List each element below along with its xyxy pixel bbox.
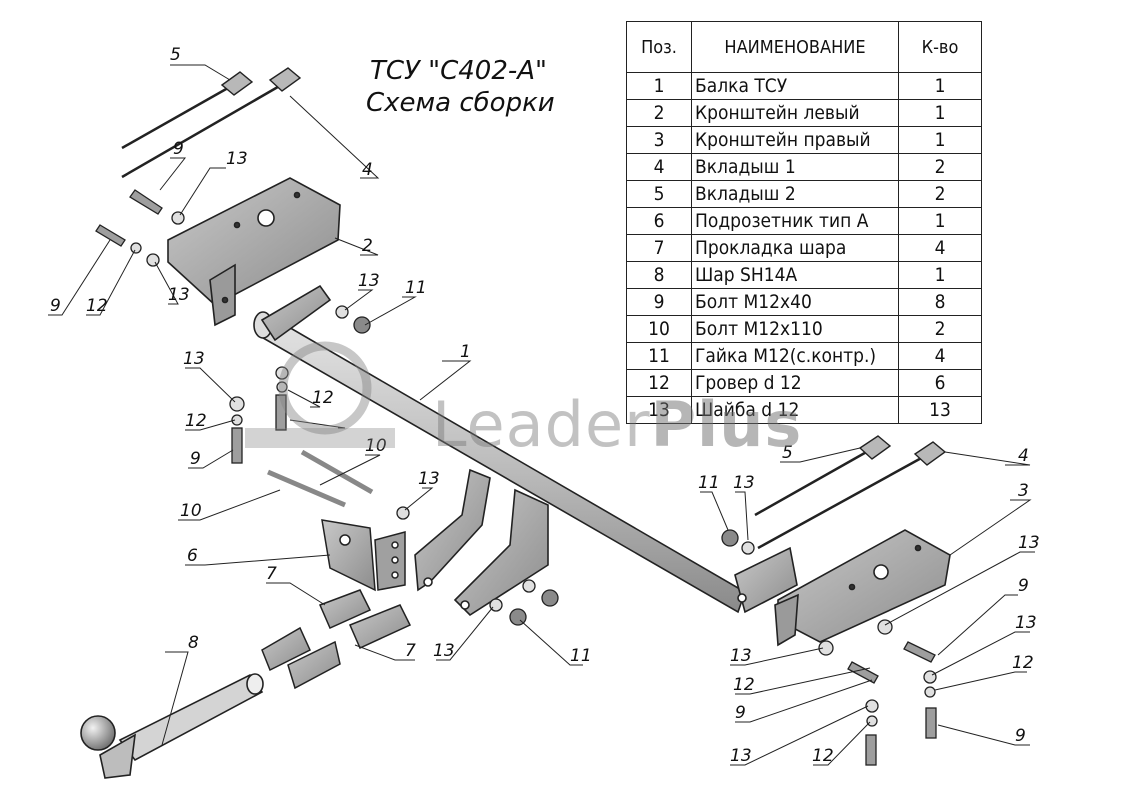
- title-line-1: ТСУ "С402-А": [370, 56, 548, 86]
- callout-4-right: 4: [1018, 446, 1029, 466]
- watermark-logo-mark: [245, 341, 395, 448]
- cell-qty: 4: [898, 234, 982, 262]
- cell-qty: 2: [898, 153, 982, 181]
- cell-qty: 2: [898, 315, 982, 343]
- cell-pos: 8: [626, 261, 692, 289]
- callout-12-c: 12: [312, 388, 334, 408]
- callout-10-a: 10: [365, 436, 387, 456]
- cell-name: Болт М12х40: [691, 288, 899, 316]
- callout-12-d: 12: [1012, 653, 1034, 673]
- callout-11-c: 11: [570, 646, 592, 666]
- callout-13-h: 13: [1018, 533, 1040, 553]
- callout-13-j: 13: [1015, 613, 1037, 633]
- callout-7-right: 7: [405, 641, 416, 661]
- cell-name: Шайба d 12: [691, 396, 899, 424]
- callout-12-e: 12: [733, 675, 755, 695]
- beam-part-1: [253, 284, 798, 617]
- callout-13-c: 13: [358, 271, 380, 291]
- cell-pos: 13: [626, 396, 692, 424]
- callout-8: 8: [188, 633, 199, 653]
- callout-13-k: 13: [730, 746, 752, 766]
- cell-qty: 1: [898, 261, 982, 289]
- callout-9-a: 9: [173, 139, 184, 159]
- callout-9-f: 9: [1015, 726, 1026, 746]
- socket-holder-part-6: [321, 519, 406, 592]
- drawing-title: ТСУ "С402-А" Схема сборки: [366, 56, 555, 116]
- cell-pos: 5: [626, 180, 692, 208]
- callout-5-left: 5: [170, 45, 181, 65]
- callout-1: 1: [460, 342, 471, 362]
- cell-pos: 4: [626, 153, 692, 181]
- leader-lines: [48, 64, 1035, 766]
- callout-5-right: 5: [782, 443, 793, 463]
- cell-name: Шар SH14A: [691, 261, 899, 289]
- callout-9-c: 9: [190, 449, 201, 469]
- callout-2: 2: [362, 236, 373, 256]
- cell-name: Вкладыш 2: [691, 180, 899, 208]
- callout-13-d: 13: [183, 349, 205, 369]
- callout-9-d: 9: [1018, 576, 1029, 596]
- cell-qty: 1: [898, 99, 982, 127]
- callout-12-a: 12: [86, 296, 108, 316]
- callout-12-f: 12: [812, 746, 834, 766]
- callout-numbers: 5 4 2 1 3 4 5 6 8 7 7 9 9 9 9 9 9 10 10 …: [50, 45, 1040, 766]
- table-header-row: Поз. НАИМЕНОВАНИЕ К-во: [626, 21, 982, 73]
- cell-pos: 11: [626, 342, 692, 370]
- cell-qty: 1: [898, 72, 982, 100]
- callout-13-i: 13: [730, 646, 752, 666]
- ball-mount-part-8: [80, 673, 264, 779]
- title-line-2: Схема сборки: [366, 88, 555, 118]
- watermark-text: LeaderPlus: [432, 388, 803, 461]
- callout-13-a: 13: [226, 149, 248, 169]
- callout-4-left: 4: [362, 160, 373, 180]
- callout-9-e: 9: [735, 703, 746, 723]
- fasteners: [95, 189, 937, 766]
- callout-7-left: 7: [266, 564, 277, 584]
- cell-name: Вкладыш 1: [691, 153, 899, 181]
- cell-pos: 6: [626, 207, 692, 235]
- cell-qty: 13: [898, 396, 982, 424]
- callout-13-g: 13: [733, 473, 755, 493]
- callout-10-b: 10: [180, 501, 202, 521]
- cell-qty: 2: [898, 180, 982, 208]
- cell-name: Подрозетник тип А: [691, 207, 899, 235]
- cell-name: Болт М12х110: [691, 315, 899, 343]
- cell-pos: 3: [626, 126, 692, 154]
- cell-pos: 7: [626, 234, 692, 262]
- inserts-parts-4-5: [121, 67, 947, 550]
- callout-13-f: 13: [433, 641, 455, 661]
- callout-11-b: 11: [698, 473, 720, 493]
- cell-pos: 10: [626, 315, 692, 343]
- callout-3: 3: [1018, 481, 1029, 501]
- callout-6: 6: [187, 546, 198, 566]
- spacers-part-7: [261, 589, 412, 690]
- header-qty: К-во: [898, 21, 982, 73]
- callout-11-a: 11: [405, 278, 427, 298]
- callout-9-b: 9: [50, 296, 61, 316]
- cell-name: Гровер d 12: [691, 369, 899, 397]
- cell-name: Прокладка шара: [691, 234, 899, 262]
- header-pos: Поз.: [626, 21, 692, 73]
- callout-13-b: 13: [168, 285, 190, 305]
- bracket-right-part-3: [774, 529, 951, 647]
- bracket-left-part-2: [167, 177, 341, 327]
- callout-13-e: 13: [418, 469, 440, 489]
- callout-12-b: 12: [185, 411, 207, 431]
